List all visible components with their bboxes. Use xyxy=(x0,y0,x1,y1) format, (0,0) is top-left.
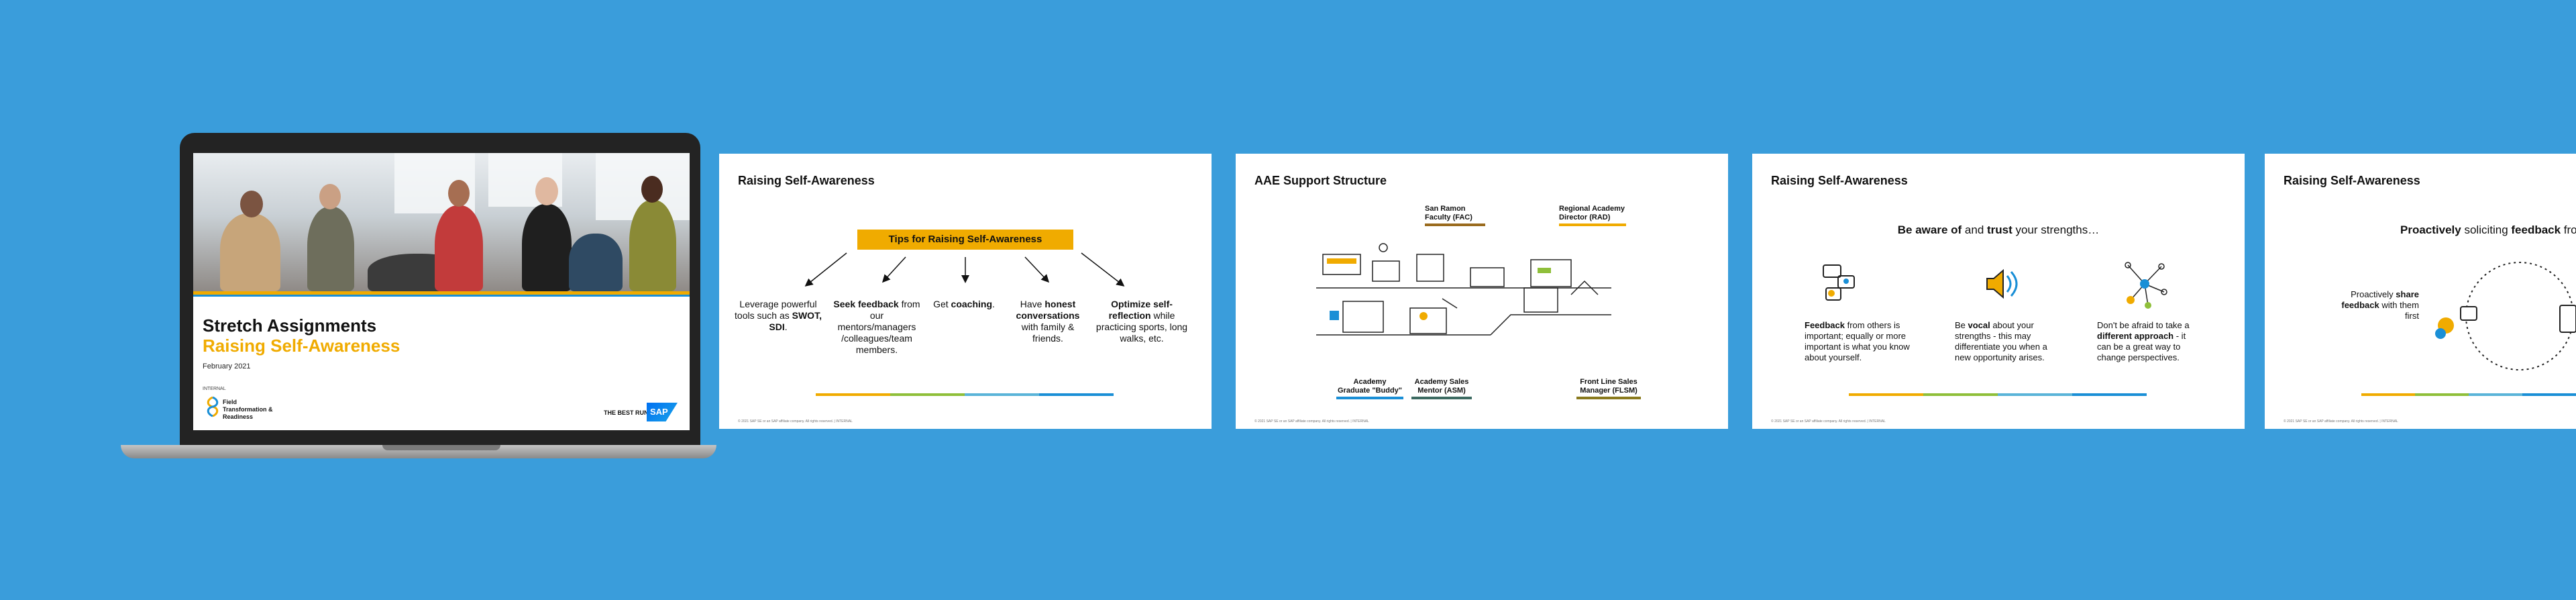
underline-fac xyxy=(1425,223,1485,226)
label-fac: San Ramon Faculty (FAC) xyxy=(1425,205,1472,221)
label-grad: Academy Graduate "Buddy" xyxy=(1338,378,1402,395)
share-feedback-text: Proactively share feedback with them fir… xyxy=(2341,289,2419,321)
cover-blue-stripe xyxy=(193,295,690,297)
slide-title: Raising Self-Awareness xyxy=(2284,174,2420,187)
feedback-icon xyxy=(1823,264,1855,301)
office-illustration xyxy=(1316,243,1611,336)
slide-footer: © 2021 SAP SE or an SAP affiliate compan… xyxy=(1771,419,1886,423)
underline-rad xyxy=(1559,223,1626,226)
strength-feedback: Feedback from others is important; equal… xyxy=(1805,320,1910,362)
label-rad: Regional Academy Director (RAD) xyxy=(1559,205,1625,221)
laptop-base xyxy=(121,445,716,458)
label-flsm: Front Line Sales Manager (FLSM) xyxy=(1580,378,1638,395)
slide-title: Raising Self-Awareness xyxy=(1771,174,1908,187)
slide-footer: © 2021 SAP SE or an SAP affiliate compan… xyxy=(2284,419,2398,423)
speaker-icon xyxy=(1986,268,2018,299)
tips-heading-box: Tips for Raising Self-Awareness xyxy=(857,230,1073,250)
cover-title: Stretch Assignments xyxy=(203,315,377,336)
cover-subtitle: Raising Self-Awareness xyxy=(203,336,400,356)
color-rule xyxy=(1849,393,2147,396)
ftr-logo-icon xyxy=(207,396,219,417)
slide-lead: Be aware of and trust your strengths… xyxy=(1897,223,2100,236)
sap-logo: SAP xyxy=(647,403,678,421)
slide-title: AAE Support Structure xyxy=(1254,174,1387,187)
tip-coaching: Get coaching. xyxy=(933,299,995,309)
color-rule xyxy=(2361,393,2576,396)
underline-flsm xyxy=(1576,397,1641,399)
slide-title: Raising Self-Awareness xyxy=(738,174,875,187)
cover-slide: Stretch Assignments Raising Self-Awarene… xyxy=(193,153,690,430)
color-rule xyxy=(816,393,1114,396)
slide-lead: Proactively soliciting feedback fro xyxy=(2400,223,2576,236)
strength-vocal: Be vocal about your strengths - this may… xyxy=(1955,320,2047,362)
network-icon xyxy=(2125,262,2167,309)
tip-conversations: Have honest conversations with family & … xyxy=(1016,299,1080,344)
cover-date: February 2021 xyxy=(203,362,251,370)
laptop-notch xyxy=(382,445,500,450)
department-name: Field Transformation & Readiness xyxy=(223,399,273,420)
label-asm: Academy Sales Mentor (ASM) xyxy=(1414,378,1469,395)
slide-footer: © 2021 SAP SE or an SAP affiliate compan… xyxy=(1254,419,1369,423)
cover-photo xyxy=(193,153,690,291)
tip-arrows xyxy=(804,252,1125,287)
slide-support-structure[interactable]: AAE Support Structure San Ramon Faculty … xyxy=(1236,154,1728,429)
cover-orange-stripe xyxy=(193,291,690,295)
slide-footer: © 2021 SAP SE or an SAP affiliate compan… xyxy=(738,419,853,423)
tip-reflection: Optimize self-reflection while practicin… xyxy=(1095,299,1188,344)
feedback-cycle-icon xyxy=(2435,262,2576,370)
tip-feedback: Seek feedback from our mentors/managers … xyxy=(833,299,920,355)
slide-feedback[interactable]: Raising Self-Awareness Proactively solic… xyxy=(2265,154,2576,429)
strength-approach: Don't be afraid to take a different appr… xyxy=(2097,320,2190,362)
slide-strengths[interactable]: Raising Self-Awareness Be aware of and t… xyxy=(1752,154,2245,429)
tagline: THE BEST RUN xyxy=(604,409,649,416)
slide-tips[interactable]: Raising Self-Awareness Tips for Raising … xyxy=(719,154,1212,429)
tip-tools: Leverage powerful tools such as SWOT, SD… xyxy=(735,299,822,332)
classification-label: INTERNAL xyxy=(203,387,226,391)
underline-asm xyxy=(1411,397,1472,399)
underline-grad xyxy=(1336,397,1403,399)
